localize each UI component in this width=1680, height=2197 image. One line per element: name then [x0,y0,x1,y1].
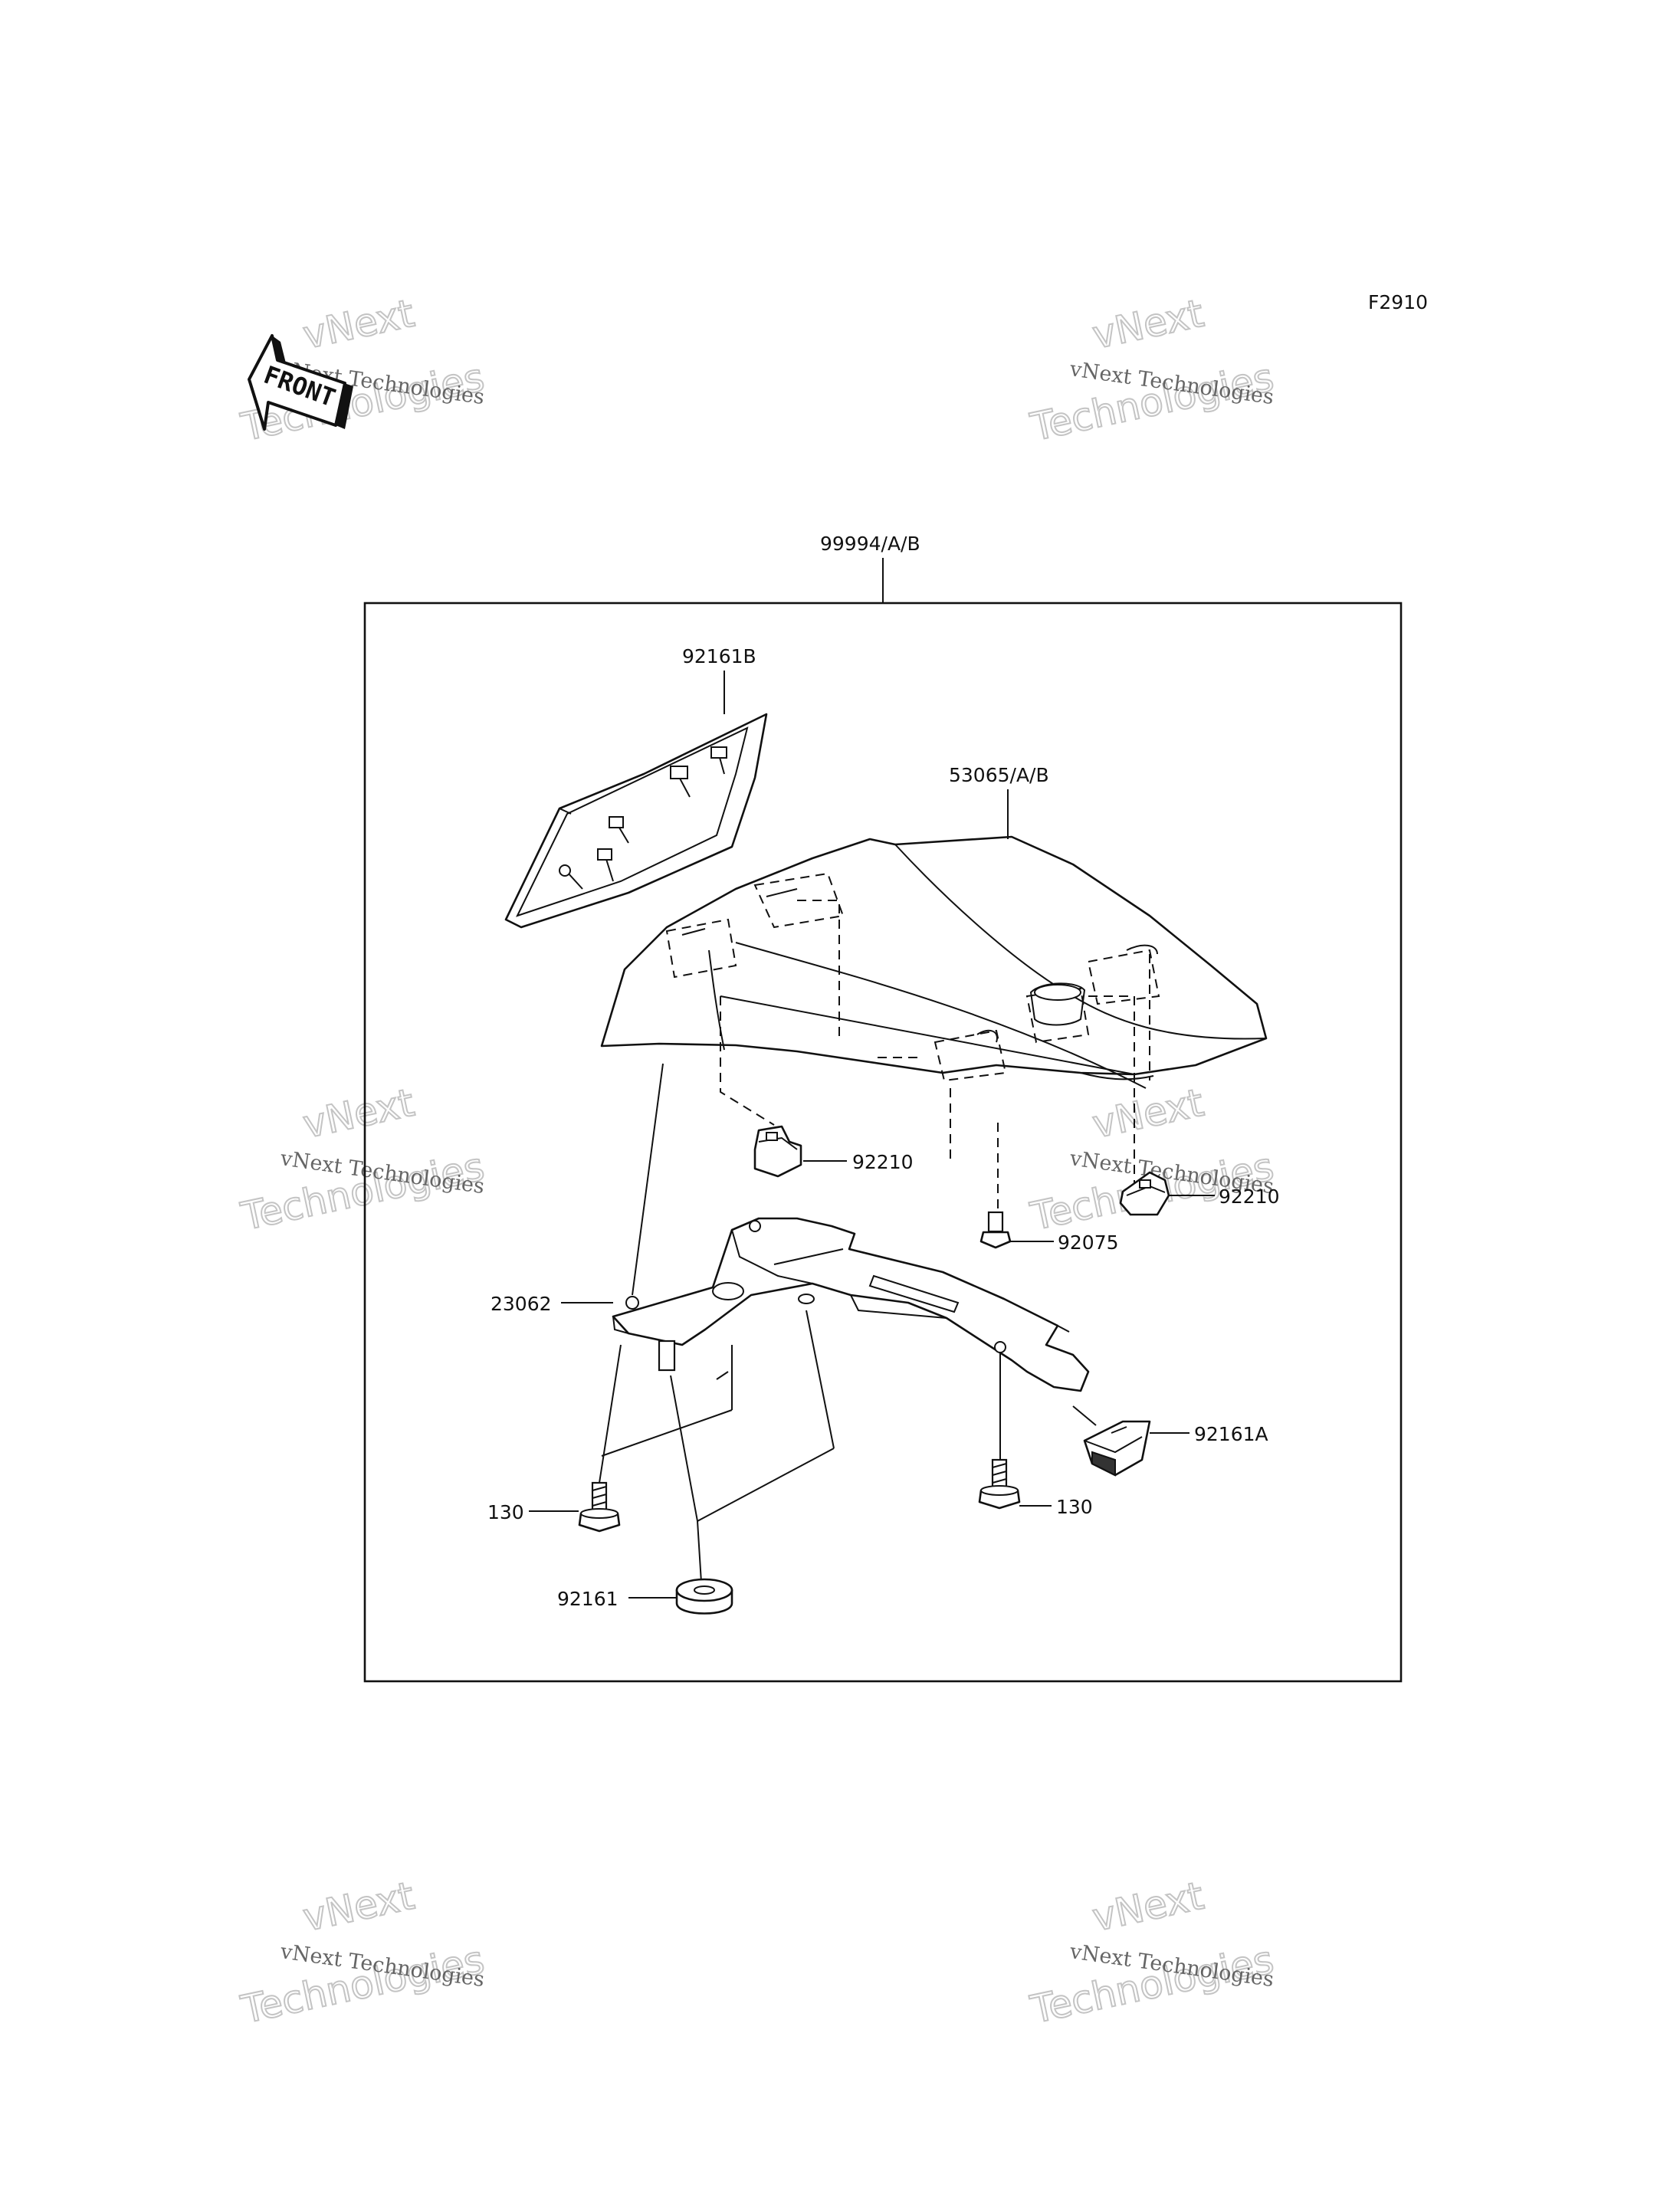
cushion-92161b[interactable] [504,713,768,929]
figure-code: F2910 [1368,291,1428,313]
assembly-label: 99994/A/B [820,533,920,555]
svg-text:vNext: vNext [299,291,418,358]
cushion-92161a[interactable] [1083,1420,1151,1477]
bolt-130-right[interactable] [978,1458,1021,1510]
label-92161a: 92161A [1194,1423,1268,1445]
assembly-frame [363,602,1403,1683]
label-92161b: 92161B [682,645,756,667]
seat-cover-53065[interactable] [600,835,1268,1089]
damper-92161[interactable] [675,1578,733,1615]
assembly-paths [720,900,1150,1215]
label-92161: 92161 [557,1588,619,1610]
leader-92161a-attach [1072,1405,1097,1426]
bracket-23062[interactable] [612,1217,1090,1392]
svg-text:vNext: vNext [1088,1080,1207,1147]
watermark-mid-left: vNext Technologies vNext Technologies [236,1080,488,1240]
nut-92210-right[interactable] [1119,1171,1170,1216]
watermark-top-right: vNext Technologies vNext Technologies [1025,290,1278,451]
svg-text:vNext: vNext [1088,291,1207,358]
screw-92075[interactable] [979,1123,1012,1249]
label-53065: 53065/A/B [949,764,1049,786]
bolt-130-left[interactable] [578,1481,621,1533]
nut-92210-left[interactable] [753,1125,802,1178]
label-92210-left: 92210 [852,1151,914,1173]
svg-text:vNext: vNext [1088,1874,1207,1940]
svg-text:vNext: vNext [299,1080,418,1147]
svg-text:vNext: vNext [299,1874,418,1940]
label-23062: 23062 [491,1293,552,1315]
watermark-bottom-left: vNext Technologies vNext Technologies [236,1873,488,2033]
label-92210-right: 92210 [1219,1185,1280,1208]
label-130-right: 130 [1056,1496,1093,1518]
label-92075: 92075 [1058,1231,1119,1254]
watermark-bottom-right: vNext Technologies vNext Technologies [1025,1873,1278,2033]
label-130-left: 130 [487,1501,524,1523]
